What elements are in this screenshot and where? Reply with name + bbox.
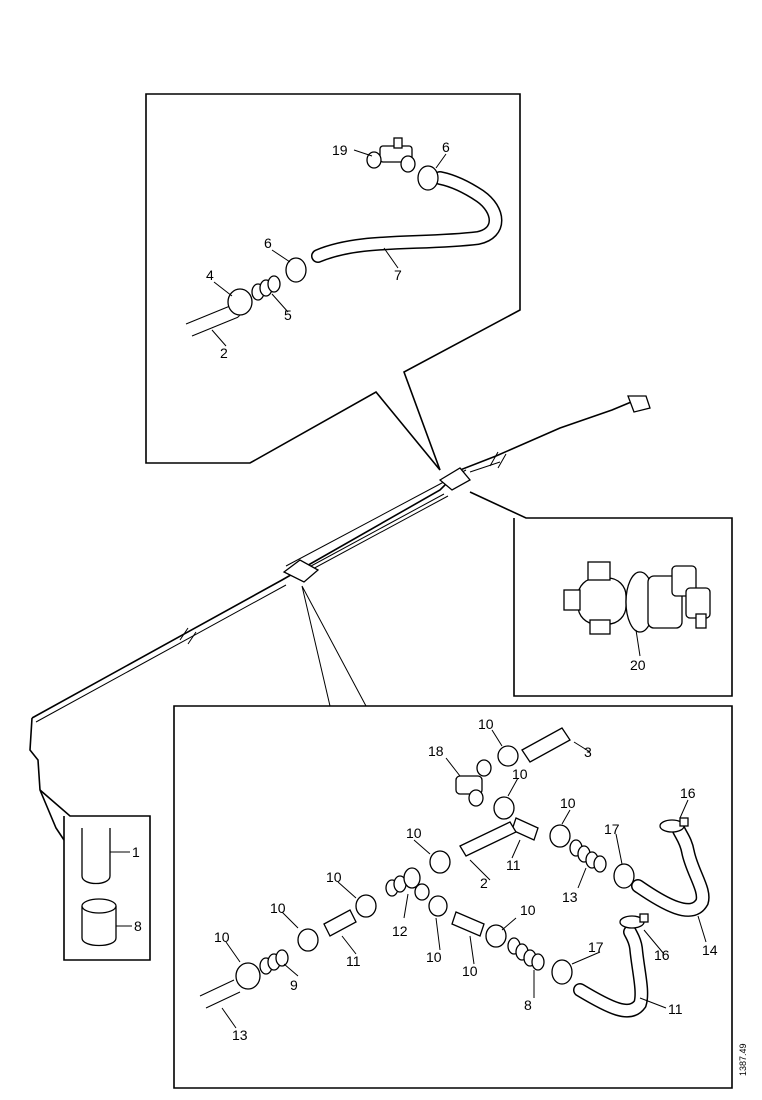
tube-1-left: [81, 828, 111, 885]
label-2-top: 2: [220, 345, 228, 361]
detail-box-top: 19 6 6 4 5 7 2: [145, 93, 521, 471]
label-11-lower: 10: [462, 963, 478, 979]
label-3: 3: [584, 744, 592, 760]
reference-code: 1387.49: [738, 1043, 748, 1076]
sleeve-10-e: [355, 894, 377, 918]
sleeve-6-top: [417, 165, 439, 191]
clamp-16-lower: [619, 913, 649, 929]
label-10-g: 10: [426, 949, 442, 965]
label-10-h: 10: [520, 902, 536, 918]
label-11-left: 11: [346, 953, 361, 969]
tube-3: [521, 727, 571, 763]
label-11-upper: 11: [506, 857, 521, 873]
nipple-13-upper: [569, 839, 607, 873]
label-10-f: 10: [270, 900, 286, 916]
label-1-left: 1: [132, 844, 140, 860]
label-19: 19: [332, 142, 348, 158]
label-10-d: 10: [406, 825, 422, 841]
pump-20: [563, 561, 711, 635]
tube-11-lower: [451, 911, 485, 937]
detail-box-left: 1 8: [39, 789, 151, 961]
clamp-17-lower: [551, 959, 573, 985]
sleeve-10-g: [428, 895, 448, 917]
label-13-upper: 13: [562, 889, 578, 905]
label-4: 4: [206, 267, 214, 283]
label-12: 12: [392, 923, 408, 939]
label-6b: 6: [264, 235, 272, 251]
sleeve-8-bottom: [235, 962, 261, 990]
tube-1-bottom: [199, 979, 241, 1009]
sleeve-4: [227, 288, 253, 316]
sleeve-10-a: [497, 745, 519, 767]
label-16-lower: 16: [654, 947, 670, 963]
sleeve-10-h: [485, 924, 507, 948]
sleeve-10-f: [297, 928, 319, 952]
label-8-left: 8: [134, 918, 142, 934]
label-8-bottom: 10: [214, 929, 230, 945]
nipple-13-lower: [507, 937, 545, 971]
label-5: 5: [284, 307, 292, 323]
valve-18: [455, 759, 492, 807]
pump-connector: [627, 395, 651, 413]
tube-11-left: [323, 909, 357, 937]
label-10-a: 10: [478, 716, 494, 732]
nipple-5: [251, 275, 281, 301]
tube-2-bottom: [459, 821, 517, 857]
tee-12: [385, 867, 430, 901]
sleeve-8-left: [81, 898, 117, 947]
label-14: 14: [702, 942, 718, 958]
label-10-b: 10: [512, 766, 528, 782]
sleeve-10-c: [549, 824, 571, 848]
label-17-lower: 17: [588, 939, 604, 955]
tube-11-upper: [511, 817, 539, 841]
main-hose-routing: [29, 395, 651, 841]
manifold-bottom: [282, 559, 320, 583]
label-6a: 6: [442, 139, 450, 155]
nipple-9: [259, 949, 289, 975]
sleeve-6: [285, 257, 307, 283]
sleeve-10-b: [493, 796, 515, 820]
sleeve-10-d: [429, 850, 451, 874]
label-16-upper: 16: [680, 785, 696, 801]
label-2-bottom: 2: [480, 875, 488, 891]
label-10-e: 10: [326, 869, 342, 885]
detail-box-bottom: 10 3 18 10 16 10 10 17 11 10 2 13 10 10 …: [173, 705, 733, 1089]
label-10-c: 10: [560, 795, 576, 811]
clamp-16-upper: [659, 817, 689, 833]
label-9: 9: [290, 977, 298, 993]
clamp-17-upper: [613, 863, 635, 889]
label-7: 7: [394, 267, 402, 283]
label-20: 20: [630, 657, 646, 673]
label-13-lower: 8: [524, 997, 532, 1013]
label-18: 18: [428, 743, 444, 759]
label-17-upper: 17: [604, 821, 620, 837]
detail-box-right: 20: [469, 491, 733, 697]
label-1-bottom: 13: [232, 1027, 248, 1043]
valve-19: [366, 137, 416, 173]
manifold-top: [438, 467, 472, 491]
label-15: 11: [668, 1001, 683, 1017]
